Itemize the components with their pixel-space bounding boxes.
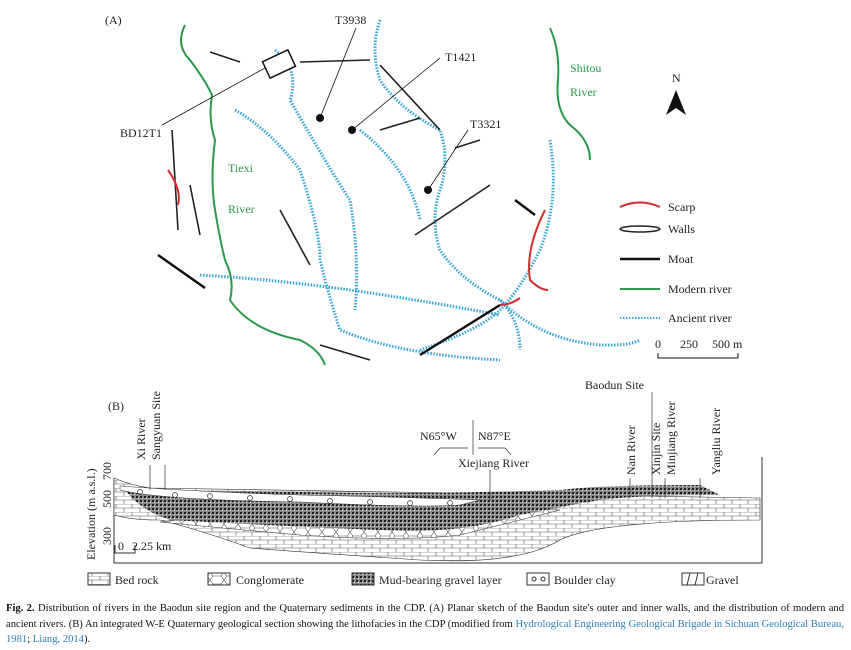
svg-text:Sangyuan Site: Sangyuan Site: [149, 391, 163, 460]
caption-end: ).: [83, 634, 91, 645]
svg-text:Gravel: Gravel: [706, 573, 739, 587]
scarps: [167, 169, 549, 306]
svg-text:700: 700: [100, 462, 114, 480]
svg-text:300: 300: [100, 527, 114, 545]
svg-text:250: 250: [680, 337, 698, 351]
svg-text:Ancient river: Ancient river: [668, 311, 732, 325]
svg-text:Minjiang River: Minjiang River: [664, 401, 678, 475]
section-legend: Bed rock Conglomerate Mud-bearing gravel…: [87, 572, 739, 587]
svg-text:Scarp: Scarp: [668, 200, 695, 214]
svg-text:Xinjin Site: Xinjin Site: [649, 423, 663, 475]
svg-text:500 m: 500 m: [712, 337, 743, 351]
panel-a-label: (A): [105, 13, 122, 27]
north-arrow-icon: [666, 90, 686, 115]
svg-text:Bed rock: Bed rock: [115, 573, 159, 587]
caption-text: Distribution of rivers in the Baodun sit…: [6, 603, 844, 630]
bd12t1-box: [261, 48, 297, 80]
svg-text:Nan River: Nan River: [624, 425, 638, 475]
river-label: River: [228, 202, 255, 216]
svg-text:0: 0: [655, 337, 661, 351]
map-scale: 0 250 500 m: [655, 337, 743, 359]
cross-section: [113, 457, 763, 564]
ancient-rivers: [199, 19, 641, 362]
river-label: River: [570, 85, 597, 99]
svg-text:Boulder clay: Boulder clay: [554, 573, 616, 587]
figure-caption: Fig. 2. Distribution of rivers in the Ba…: [6, 601, 844, 648]
sample-label: T3938: [335, 13, 366, 27]
sample-dot: [348, 126, 356, 134]
sample-dot: [316, 114, 324, 122]
svg-text:Yangliu River: Yangliu River: [709, 408, 723, 475]
svg-text:Baodun Site: Baodun Site: [585, 378, 644, 392]
modern-rivers: [180, 24, 591, 366]
svg-text:N87°E: N87°E: [478, 429, 511, 443]
reference-link[interactable]: Hydrological Engineering Geological Brig…: [6, 618, 845, 646]
sample-label: T1421: [445, 50, 476, 64]
svg-text:500: 500: [100, 490, 114, 508]
svg-text:2.25 km: 2.25 km: [132, 539, 172, 553]
svg-text:Modern river: Modern river: [668, 282, 732, 296]
svg-text:Walls: Walls: [668, 222, 695, 236]
svg-text:Moat: Moat: [668, 252, 694, 266]
walls: [171, 51, 491, 361]
figure-number: Fig. 2.: [6, 603, 35, 614]
figure: (A) T3938 T1421 T3321 BD12T1 Tiexi River…: [84, 13, 763, 587]
river-label: Shitou: [570, 61, 601, 75]
sample-label: BD12T1: [120, 126, 162, 140]
section-site-labels: Xi River Sangyuan Site Nan River Xinjin …: [114, 378, 723, 554]
north-label: N: [672, 71, 681, 85]
svg-text:Xiejiang River: Xiejiang River: [458, 456, 529, 470]
axis-title: Elevation (m a.s.l.): [84, 468, 98, 560]
panel-b-label: (B): [108, 399, 124, 413]
svg-text:0: 0: [118, 539, 124, 553]
svg-text:N65°W: N65°W: [420, 429, 457, 443]
moats: [157, 199, 536, 357]
caption-separator: ;: [27, 634, 33, 645]
svg-text:Conglomerate: Conglomerate: [236, 573, 304, 587]
river-label: Tiexi: [228, 161, 254, 175]
reference-link[interactable]: Liang, 2014: [32, 634, 84, 645]
svg-text:Mud-bearing gravel layer: Mud-bearing gravel layer: [379, 573, 502, 587]
svg-text:Xi River: Xi River: [134, 418, 148, 460]
map-legend: Scarp Walls Moat Modern river Ancient ri…: [619, 200, 732, 325]
sample-dot: [424, 186, 432, 194]
sample-label: T3321: [470, 117, 501, 131]
